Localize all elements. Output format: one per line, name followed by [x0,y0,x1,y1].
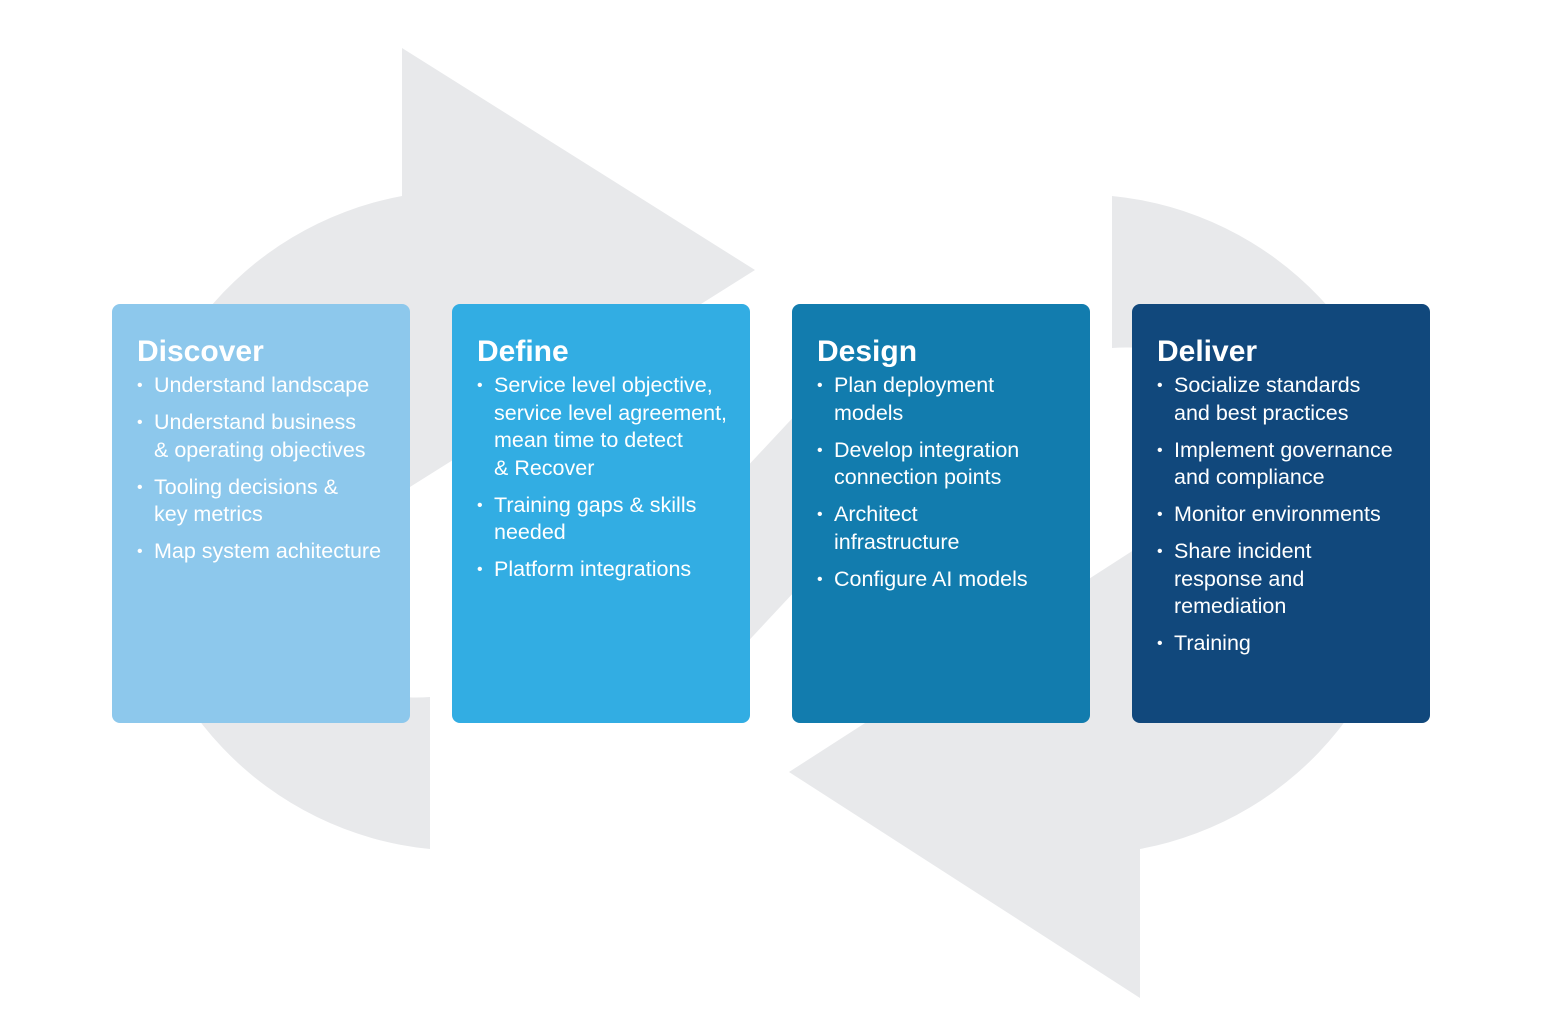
bullet-icon: • [477,561,483,578]
list-item: •Configure AI models [817,566,1080,594]
stage-card-deliver: Deliver •Socialize standards and best pr… [1132,304,1430,723]
list-item: •Socialize standards and best practices [1157,373,1361,425]
bullet-icon: • [817,506,823,523]
list-item: •Training [1157,630,1420,658]
list-item: •Develop integration connection points [817,437,1020,490]
list-item: •Share incident response and remediation [1157,539,1312,618]
bullet-icon: • [1157,635,1163,652]
list-item: •Plan deployment models [817,373,995,425]
stage-list-define: •Service level objective, service level … [477,372,740,584]
bullet-icon: • [137,377,143,394]
stage-card-design: Design •Plan deployment models •Develop … [792,304,1090,723]
bullet-icon: • [477,496,483,514]
list-item: •Tooling decisions & key metrics [137,474,339,527]
list-item: •Platform integrations [477,556,740,584]
stage-list-design: •Plan deployment models •Develop integra… [817,372,1080,593]
bullet-icon: • [1157,506,1163,523]
stage-title-design: Design [817,335,918,368]
list-item: •Understand business & operating objecti… [137,410,366,462]
bullet-icon: • [137,543,143,560]
stage-card-discover: Discover •Understand landscape •Understa… [112,304,410,723]
bullet-icon: • [137,478,143,496]
stage-title-deliver: Deliver [1157,335,1258,368]
bullet-icon: • [1157,377,1163,394]
list-item: •Service level objective, service level … [477,373,728,480]
bullet-icon: • [817,570,823,588]
bullet-icon: • [137,414,143,431]
stage-title-define: Define [477,335,569,368]
stage-card-define: Define •Service level objective, service… [452,304,750,723]
bullet-icon: • [477,377,483,394]
list-item: •Map system achitecture [137,538,400,566]
bullet-icon: • [817,377,823,394]
stage-list-discover: •Understand landscape •Understand busine… [137,372,400,566]
list-item: •Implement governance and compliance [1157,437,1393,490]
bullet-icon: • [817,441,823,459]
list-item: •Understand landscape [137,372,400,400]
list-item: •Architect infrastructure [817,502,960,554]
list-item: •Training gaps & skills needed [477,492,697,545]
bullet-icon: • [1157,543,1163,560]
list-item: •Monitor environments [1157,501,1420,529]
stage-list-deliver: •Socialize standards and best practices … [1157,372,1420,658]
bullet-icon: • [1157,441,1163,459]
stage-title-discover: Discover [137,335,264,368]
